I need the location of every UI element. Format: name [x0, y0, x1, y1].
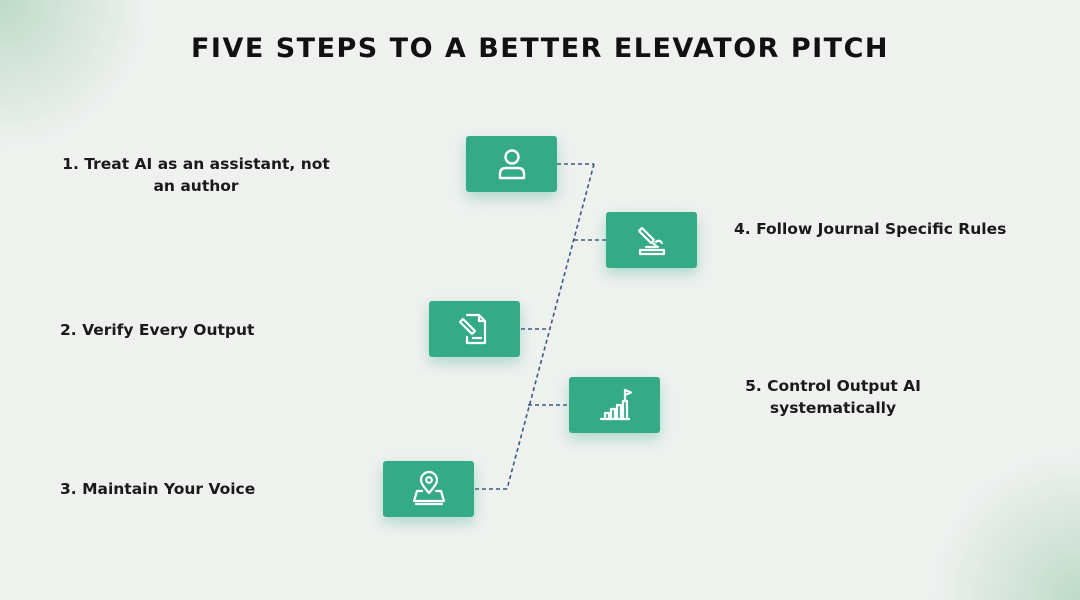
- user-icon: [498, 149, 525, 180]
- step-1-label: 1. Treat AI as an assistant, not an auth…: [62, 153, 330, 197]
- step-1-label-line1: 1. Treat AI as an assistant, not: [62, 155, 330, 173]
- step-5-label-line1: 5. Control Output AI: [745, 377, 921, 395]
- step-3-label: 3. Maintain Your Voice: [60, 480, 256, 498]
- step-1-label-line2: an author: [153, 177, 239, 195]
- step-4-icon-box: [606, 212, 697, 268]
- step-2-label: 2. Verify Every Output: [60, 321, 255, 339]
- step-5-label: 5. Control Output AI systematically: [740, 375, 926, 419]
- document-pen-icon: [458, 313, 486, 345]
- map-pin-icon: [412, 470, 445, 506]
- step-4-label: 4. Follow Journal Specific Rules: [734, 220, 1007, 238]
- step-1-icon-box: [466, 136, 557, 192]
- growth-chart-flag-icon: [599, 388, 632, 421]
- step-5-icon-box: [569, 377, 660, 433]
- step-2-icon-box: [429, 301, 520, 357]
- signing-pen-icon: [637, 226, 665, 256]
- step-5-label-line2: systematically: [769, 399, 897, 417]
- step-3-icon-box: [383, 461, 474, 517]
- connector-trunk: [506, 163, 595, 490]
- page-title: FIVE STEPS TO A BETTER ELEVATOR PITCH: [190, 33, 890, 64]
